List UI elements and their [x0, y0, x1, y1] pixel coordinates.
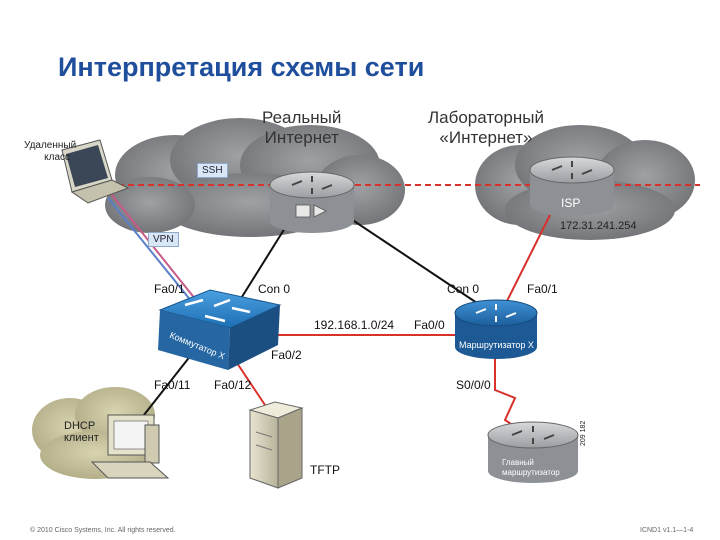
switch-x-icon — [158, 289, 282, 370]
dhcp-pc-icon — [90, 414, 170, 479]
console-link-switch — [239, 219, 291, 301]
vpn-link-b — [107, 197, 197, 308]
console-link-router — [344, 214, 481, 306]
main-router-label: Главный маршрутизатор — [502, 458, 560, 478]
switch-fa01-label: Fa0/1 — [154, 282, 185, 296]
router-fa01-label: Fa0/1 — [527, 282, 558, 296]
ssh-tag: SSH — [197, 163, 228, 178]
tftp-server-icon — [248, 401, 304, 489]
switch-con0-label: Con 0 — [258, 282, 291, 296]
switch-fa011-label: Fa0/11 — [154, 378, 191, 392]
real-internet-title: Реальный Интернет — [262, 108, 341, 148]
isp-ip-label: 172.31.241.254 — [560, 220, 637, 232]
laptop-icon — [61, 139, 130, 204]
switch-fa02-label: Fa0/2 — [271, 348, 302, 362]
router-name-label: Маршрутизатор X — [459, 340, 534, 350]
real-internet-router-icon — [269, 171, 355, 233]
dhcp-client-label: DHCP клиент — [64, 420, 99, 444]
remote-class-line1: Удаленный — [24, 140, 77, 151]
fa011-link — [139, 349, 196, 421]
lab-internet-title: Лабораторный «Интернет» — [428, 108, 544, 148]
real-internet-title-line2: Интернет — [264, 128, 339, 147]
main-router-code: 209 182 — [580, 420, 587, 446]
main-router-icon — [487, 421, 579, 483]
real-internet-title-line1: Реальный — [262, 108, 342, 127]
top-bar — [0, 0, 720, 20]
dhcp-client-line2: клиент — [64, 432, 99, 444]
switch-fa012-label: Fa0/12 — [214, 378, 252, 392]
lab-internet-title-line1: Лабораторный — [428, 108, 544, 127]
copyright-footer: © 2010 Cisco Systems, Inc. All rights re… — [30, 527, 176, 534]
router-con0-label: Con 0 — [447, 282, 480, 296]
page-title: Интерпретация схемы сети — [58, 52, 425, 82]
vpn-tag: VPN — [148, 232, 179, 247]
router-x-icon — [454, 299, 538, 359]
course-footer: ICND1 v1.1—1-4 — [640, 527, 694, 534]
main-router-line1: Главный — [502, 458, 534, 467]
isp-link — [504, 214, 551, 306]
router-s000-label: S0/0/0 — [456, 378, 491, 392]
vpn-link-a — [111, 194, 201, 306]
isp-label: ISP — [561, 196, 581, 210]
fa012-link — [234, 359, 266, 406]
serial-link — [494, 355, 521, 431]
lab-internet-title-line2: «Интернет» — [439, 128, 533, 147]
real-internet-cloud — [105, 118, 405, 237]
tftp-label: TFTP — [310, 463, 340, 477]
subnet-label: 192.168.1.0/24 — [314, 318, 395, 332]
isp-router-icon — [529, 156, 615, 216]
dhcp-client-line1: DHCP — [64, 420, 96, 432]
main-router-line2: маршрутизатор — [502, 468, 560, 477]
remote-class-label: Удаленный класс — [24, 140, 76, 164]
remote-class-line2: класс — [44, 152, 71, 163]
router-fa00-label: Fa0/0 — [414, 318, 445, 332]
